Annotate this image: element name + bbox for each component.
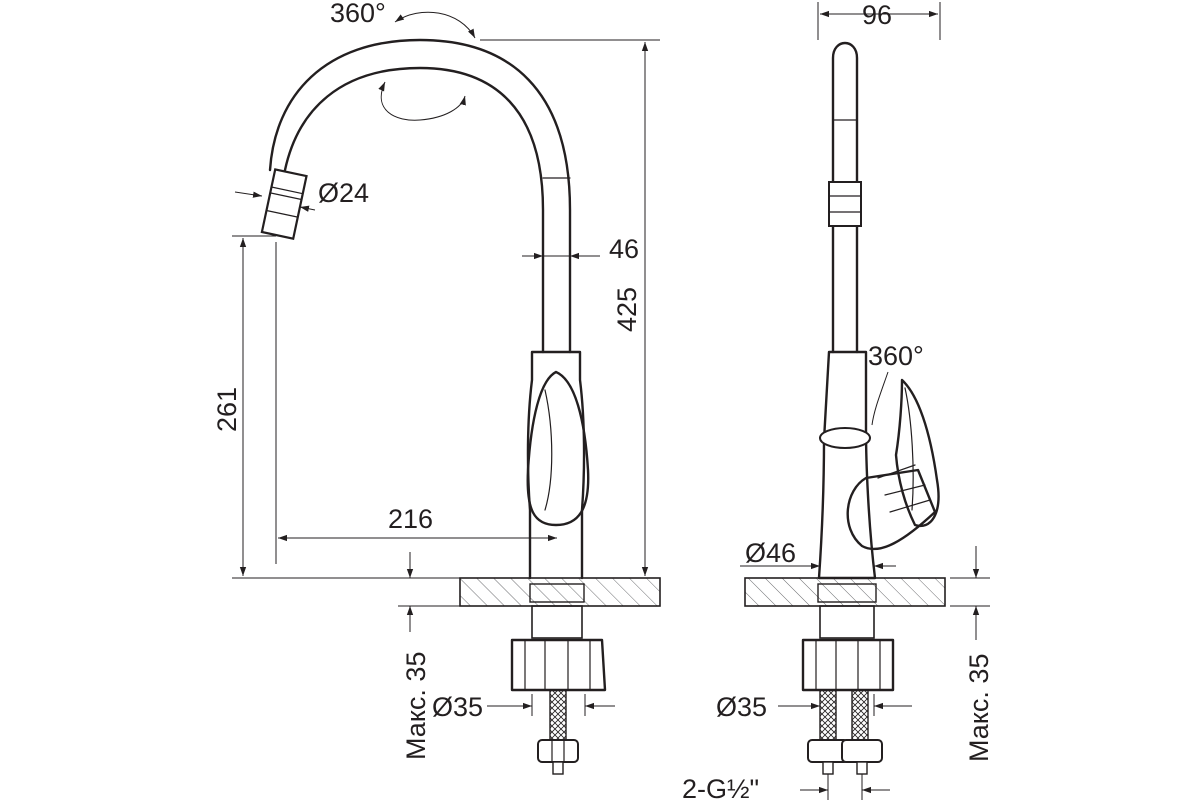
rotation-arrow-top (394, 11, 476, 39)
mount-diameter-label-left: Ø35 (432, 692, 483, 722)
front-mount (510, 583, 607, 775)
spout-reach-label: 216 (388, 504, 433, 534)
depth-label: 96 (862, 0, 892, 30)
front-spout (268, 38, 572, 354)
front-nozzle (260, 168, 308, 240)
side-mount (801, 583, 895, 775)
mount-diameter-label-right: Ø35 (716, 692, 767, 722)
spout-height-label: 261 (212, 387, 242, 432)
lever-rotation-label: 360° (868, 341, 924, 371)
body-width-label: 46 (609, 234, 639, 264)
front-view: 360° Ø24 46 425 261 216 Макс. 35 (212, 0, 661, 775)
side-spout (828, 41, 862, 354)
total-height-label: 425 (612, 287, 642, 332)
rotation-arrow-spout (378, 81, 466, 121)
rotation-label-top: 360° (330, 0, 386, 28)
base-diameter-label: Ø46 (745, 538, 796, 568)
nozzle-diameter-label: Ø24 (318, 178, 369, 208)
side-body (817, 350, 940, 580)
max-thickness-label-right: Макс. 35 (964, 654, 994, 762)
connection-label: 2-G½" (682, 774, 759, 800)
max-thickness-label-left: Макс. 35 (401, 652, 431, 760)
side-view: 96 360° Ø46 Ø35 Макс. 35 2-G½" (682, 0, 994, 800)
front-body (526, 350, 590, 580)
